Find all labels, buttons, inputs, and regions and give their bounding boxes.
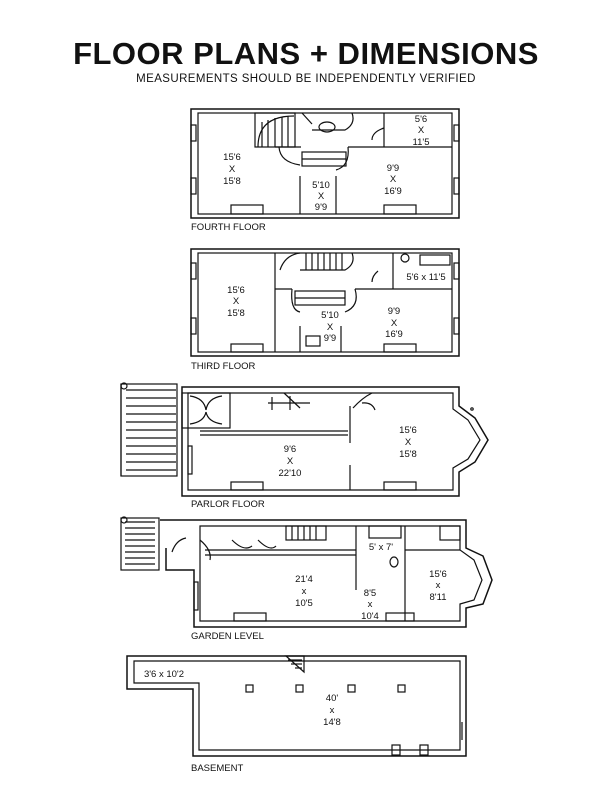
room-dimension-height: 8'11 [430, 592, 447, 603]
room-dimension-x: x [436, 580, 441, 591]
parlor-floor-label: PARLOR FLOOR [191, 499, 265, 510]
third-floor-label: THIRD FLOOR [191, 361, 256, 372]
third-floor-plan [190, 248, 460, 357]
room-dimension-width: 40' [326, 693, 339, 704]
room-dimension-width: 9'6 [284, 444, 296, 455]
basement-plan [126, 655, 467, 757]
room-dimension-x: x [330, 705, 335, 716]
closet-dimension: 3'6 x 10'2 [144, 669, 184, 680]
room-dimension-height: 14'8 [323, 717, 341, 728]
parlor-floor-plan [120, 382, 489, 497]
room-dimension-x: x [302, 586, 307, 597]
room-dimension-x: X [418, 125, 425, 136]
room-dimension-height: 10'5 [295, 598, 313, 609]
room-dimension-width: 15'6 [429, 569, 447, 580]
room-dimension-width: 8'5 [364, 588, 376, 599]
room-dimension-width: 5'10 [312, 180, 330, 191]
room-dimension-width: 5'6 [415, 114, 427, 125]
room-dimension-width: 9'9 [388, 306, 400, 317]
room-dimension-width: 15'6 [223, 152, 241, 163]
room-dimension-x: x [368, 599, 373, 610]
basement-label: BASEMENT [191, 763, 243, 774]
fourth-floor-plan [190, 108, 460, 219]
room-dimension-x: X [233, 296, 240, 307]
room-dimension-height: 22'10 [279, 468, 302, 479]
room-dimension-height: 16'9 [385, 329, 403, 340]
bath-dimension: 5'6 x 11'5 [406, 272, 445, 283]
room-dimension-x: X [229, 164, 236, 175]
room-dimension-height: 9'9 [324, 333, 336, 344]
room-dimension-x: X [287, 456, 294, 467]
room-dimension-height: 15'8 [223, 176, 241, 187]
page-title: FLOOR PLANS + DIMENSIONS [73, 36, 539, 71]
garden-level-label: GARDEN LEVEL [191, 631, 264, 642]
fourth-floor-label: FOURTH FLOOR [191, 222, 266, 233]
bath-dimension: 5' x 7' [369, 542, 393, 553]
room-dimension-width: 9'9 [387, 163, 399, 174]
room-dimension-height: 15'8 [227, 308, 245, 319]
room-dimension-x: X [391, 318, 398, 329]
room-dimension-height: 16'9 [384, 186, 402, 197]
garden-level-plan [120, 516, 493, 628]
page-subtitle: MEASUREMENTS SHOULD BE INDEPENDENTLY VER… [136, 73, 476, 85]
room-dimension-height: 11'5 [413, 137, 430, 148]
room-dimension-height: 10'4 [361, 611, 379, 622]
room-dimension-height: 15'8 [399, 449, 417, 460]
room-dimension-width: 21'4 [295, 574, 313, 585]
room-dimension-width: 15'6 [227, 285, 245, 296]
room-dimension-x: X [405, 437, 412, 448]
room-dimension-x: X [318, 191, 325, 202]
room-dimension-height: 9'9 [315, 202, 327, 213]
room-dimension-x: X [390, 174, 397, 185]
room-dimension-x: X [327, 322, 334, 333]
room-dimension-width: 15'6 [399, 425, 417, 436]
room-dimension-width: 5'10 [321, 310, 339, 321]
